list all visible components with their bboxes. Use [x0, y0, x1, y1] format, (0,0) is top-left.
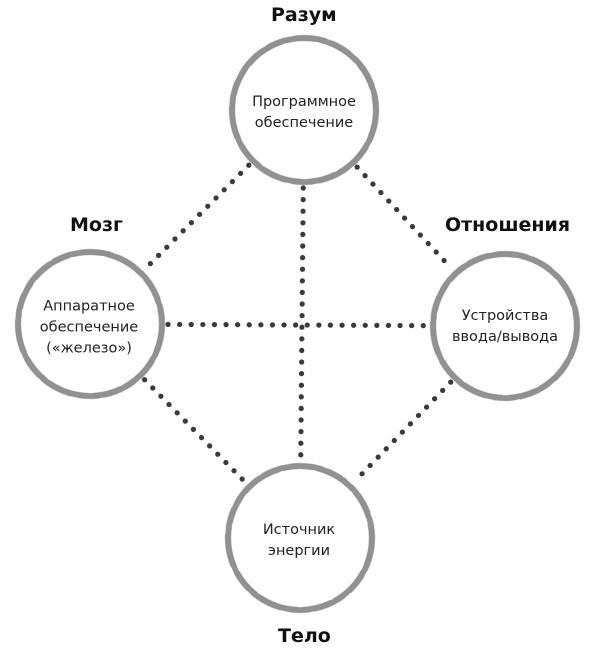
node-io-circle	[429, 250, 581, 402]
node-circles	[14, 34, 581, 614]
node-software-label: Программное обеспечение	[252, 92, 356, 134]
node-hardware-circle	[14, 248, 166, 400]
heading-mind: Разум	[271, 4, 337, 26]
node-hardware-line-2: обеспечение	[39, 319, 139, 336]
heading-body: Тело	[278, 625, 331, 647]
node-energy-line-1: Источник	[262, 522, 336, 538]
node-software-line-1: Программное	[252, 94, 356, 110]
node-io-label: Устройства ввода/вывода	[452, 306, 558, 348]
node-energy-label: Источник энергии	[263, 520, 335, 562]
node-io-line-2: ввода/вывода	[451, 329, 559, 345]
connector-left-right	[165, 321, 430, 329]
heading-brain: Мозг	[70, 214, 123, 236]
node-hardware-line-3: («железо»)	[46, 340, 132, 357]
connector-top-left	[142, 162, 252, 272]
connector-left-bottom	[142, 377, 248, 485]
node-energy-line-2: энергии	[267, 543, 331, 559]
node-io-line-1: Устройства	[461, 308, 549, 324]
connector-right-bottom	[351, 379, 454, 485]
connector-lines	[142, 162, 455, 485]
heading-relations: Отношения	[445, 214, 571, 236]
node-energy-circle	[224, 462, 376, 614]
node-software-circle	[228, 34, 380, 186]
node-hardware-label: Аппаратное обеспечение («железо»)	[40, 297, 138, 360]
node-hardware-line-1: Аппаратное	[43, 298, 135, 315]
node-software-line-2: обеспечение	[254, 115, 354, 131]
connector-top-right	[354, 164, 455, 272]
connector-top-bottom	[298, 185, 306, 463]
